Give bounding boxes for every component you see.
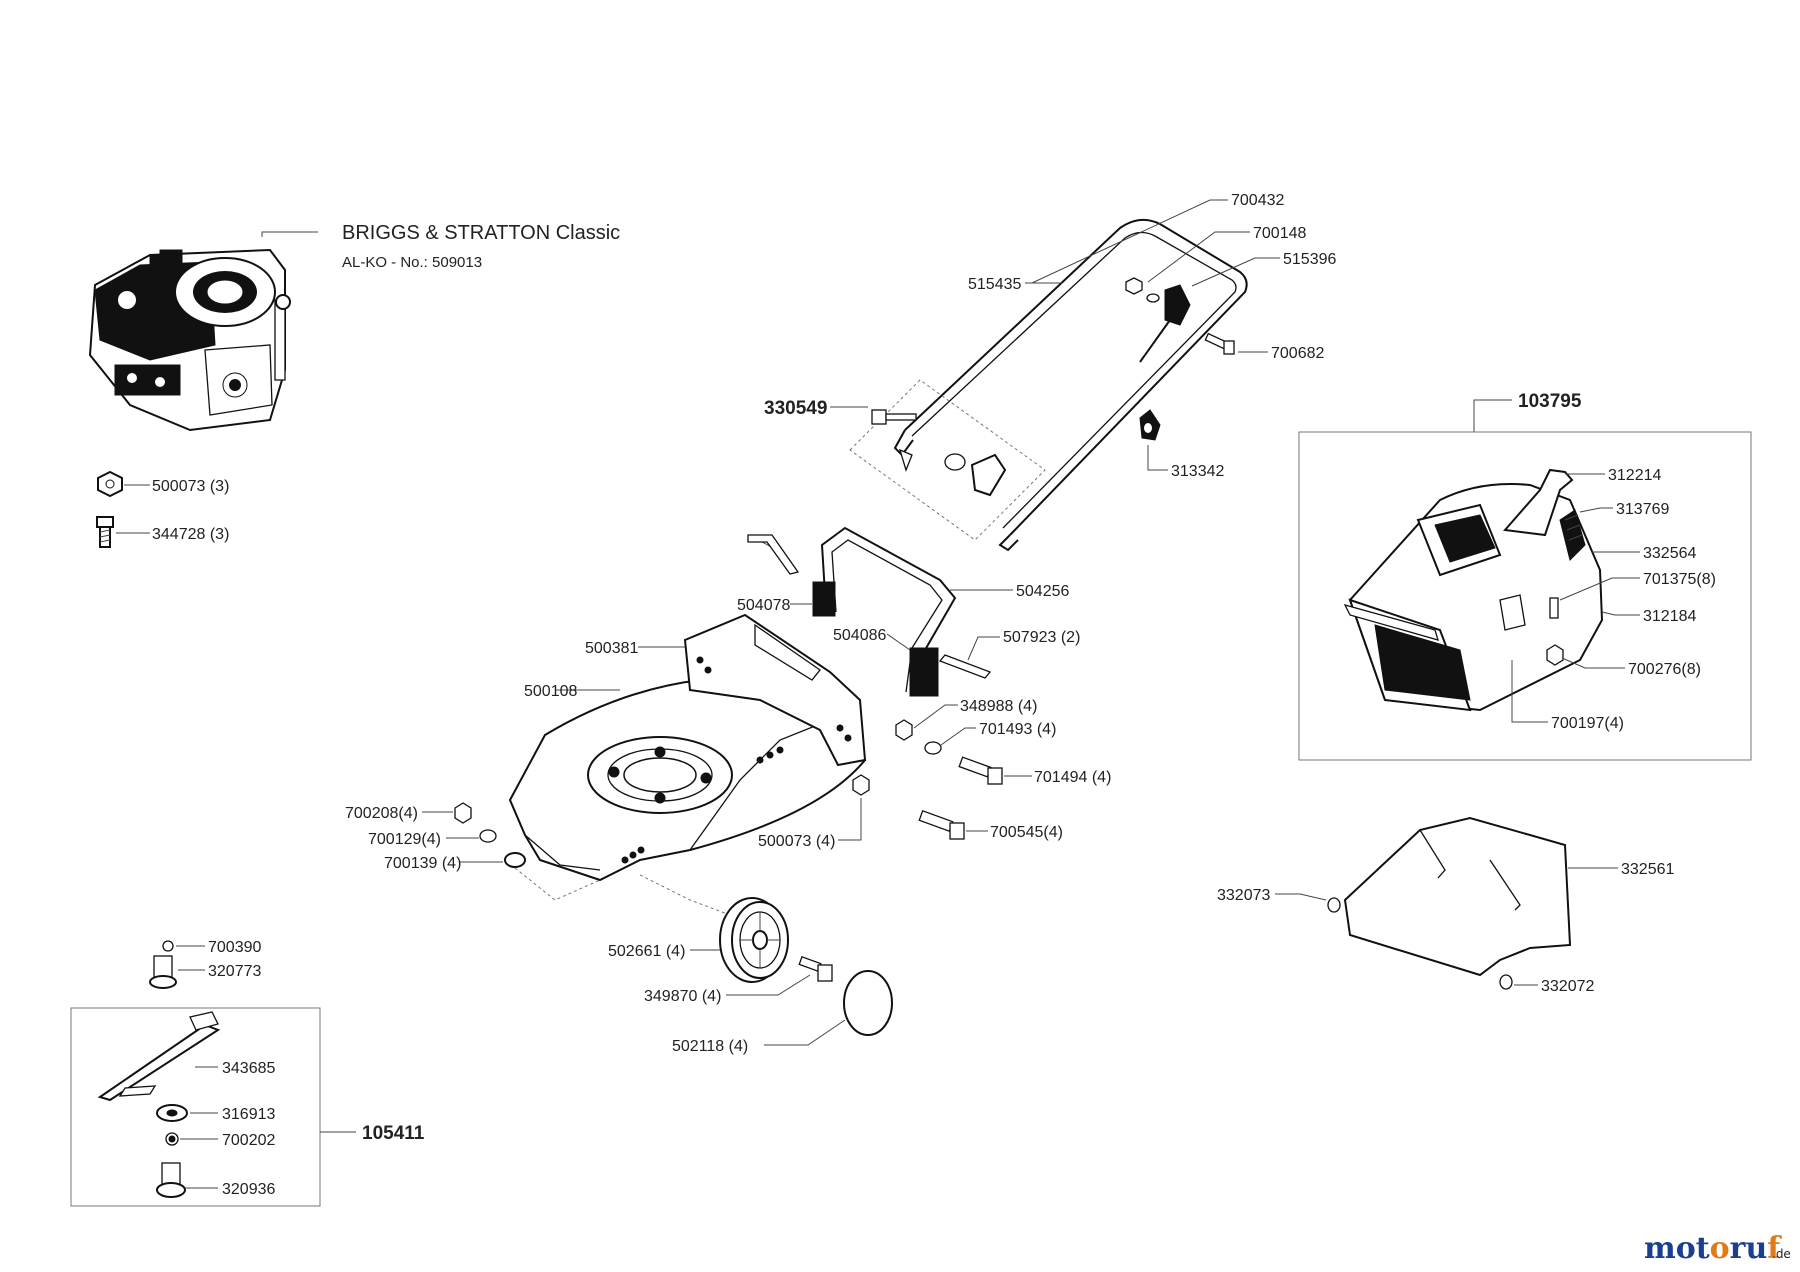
label-313342: 313342 — [1171, 463, 1224, 480]
upper-handle — [893, 218, 1248, 552]
label-701375-8: 701375(8) — [1643, 571, 1716, 588]
label-320773: 320773 — [208, 963, 261, 980]
bolt-icon — [918, 809, 965, 840]
label-313769: 313769 — [1616, 501, 1669, 518]
wheel-icon — [719, 897, 789, 983]
blade-bolt-icon — [156, 1162, 186, 1198]
label-701493-4: 701493 (4) — [979, 721, 1056, 738]
label-700276-8: 700276(8) — [1628, 661, 1701, 678]
label-312214: 312214 — [1608, 467, 1661, 484]
label-504256: 504256 — [1016, 583, 1069, 600]
label-701494-4: 701494 (4) — [1034, 769, 1111, 786]
label-507923-2: 507923 (2) — [1003, 629, 1080, 646]
nut-icon — [1125, 277, 1143, 295]
label-700208-4: 700208(4) — [345, 805, 418, 822]
washer-icon — [156, 1104, 188, 1122]
knob-icon — [1139, 409, 1161, 441]
pin-icon — [938, 654, 992, 679]
watermark-logo: motoruf .de — [1644, 1231, 1791, 1266]
discharge-flap-icon — [1343, 816, 1572, 977]
label-312184: 312184 — [1643, 608, 1696, 625]
label-332564: 332564 — [1643, 545, 1696, 562]
spring-icon — [1499, 974, 1513, 990]
label-332072: 332072 — [1541, 978, 1594, 995]
wm-m: m — [1644, 1231, 1676, 1266]
nut-icon — [895, 719, 913, 741]
label-320936: 320936 — [222, 1181, 275, 1198]
grass-box-label: 103795 — [1518, 391, 1582, 412]
label-332561: 332561 — [1621, 861, 1674, 878]
spring-icon — [1327, 897, 1341, 913]
wm-u: u — [1745, 1231, 1767, 1266]
hub-cap-icon — [843, 970, 893, 1036]
clip-icon — [162, 940, 174, 952]
label-343685: 343685 — [222, 1060, 275, 1077]
vent-grille — [1559, 509, 1586, 561]
label-700129-4: 700129(4) — [368, 831, 441, 848]
label-500108: 500108 — [524, 683, 577, 700]
handle-kit-parts — [871, 409, 1007, 497]
label-700545-4: 700545(4) — [990, 824, 1063, 841]
nut-icon — [1546, 644, 1564, 666]
wm-o2: o — [1710, 1231, 1730, 1266]
nut-icon — [852, 774, 870, 796]
screw-icon — [1549, 597, 1559, 619]
label-700682: 700682 — [1271, 345, 1324, 362]
star-washer-icon — [165, 1132, 179, 1146]
bolt-icon — [958, 756, 1003, 785]
blade-kit-label: 105411 — [362, 1123, 425, 1144]
nut-icon — [454, 802, 472, 824]
label-700390: 700390 — [208, 939, 261, 956]
svg-text:motoruf: motoruf — [1644, 1231, 1782, 1266]
label-500381: 500381 — [585, 640, 638, 657]
label-500073-4: 500073 (4) — [758, 833, 835, 850]
label-515396: 515396 — [1283, 251, 1336, 268]
lower-handle — [812, 526, 957, 697]
engine-subtitle: AL-KO - No.: 509013 — [342, 254, 482, 271]
grass-box-handle — [1503, 468, 1574, 537]
label-316913: 316913 — [222, 1106, 275, 1123]
label-502118-4: 502118 (4) — [672, 1038, 748, 1055]
wm-r: r — [1730, 1231, 1747, 1266]
label-348988-4: 348988 (4) — [960, 698, 1037, 715]
label-504086: 504086 — [833, 627, 886, 644]
label-700197-4: 700197(4) — [1551, 715, 1624, 732]
screw-icon — [1204, 332, 1235, 355]
wm-o1: o — [1676, 1231, 1696, 1266]
label-515435: 515435 — [968, 276, 1021, 293]
rear-flap — [683, 613, 867, 767]
label-504078: 504078 — [737, 597, 790, 614]
label-700202: 700202 — [222, 1132, 275, 1149]
cable-lever — [1139, 284, 1191, 363]
wm-t: t — [1696, 1231, 1710, 1266]
nut-icon — [97, 470, 123, 498]
bolt-icon — [96, 516, 114, 548]
watermark-tld: .de — [1772, 1247, 1791, 1261]
label-700148: 700148 — [1253, 225, 1306, 242]
label-349870-4: 349870 (4) — [644, 988, 721, 1005]
axle-bolt-icon — [798, 955, 833, 982]
handle-kit-label: 330549 — [764, 398, 827, 419]
wm-f: f — [1767, 1231, 1782, 1266]
engine-illustration — [88, 248, 291, 432]
engine-title: BRIGGS & STRATTON Classic — [342, 222, 620, 244]
grass-box-icon — [1343, 483, 1604, 712]
mower-deck — [508, 668, 867, 882]
label-700432: 700432 — [1231, 192, 1284, 209]
label-332073: 332073 — [1217, 887, 1270, 904]
label-344728-3: 344728 (3) — [152, 526, 229, 543]
label-500073-3: 500073 (3) — [152, 478, 229, 495]
label-700139-4: 700139 (4) — [384, 855, 461, 872]
label-502661-4: 502661 (4) — [608, 943, 685, 960]
blade-icon — [97, 1011, 221, 1102]
bolt-icon — [149, 955, 177, 989]
